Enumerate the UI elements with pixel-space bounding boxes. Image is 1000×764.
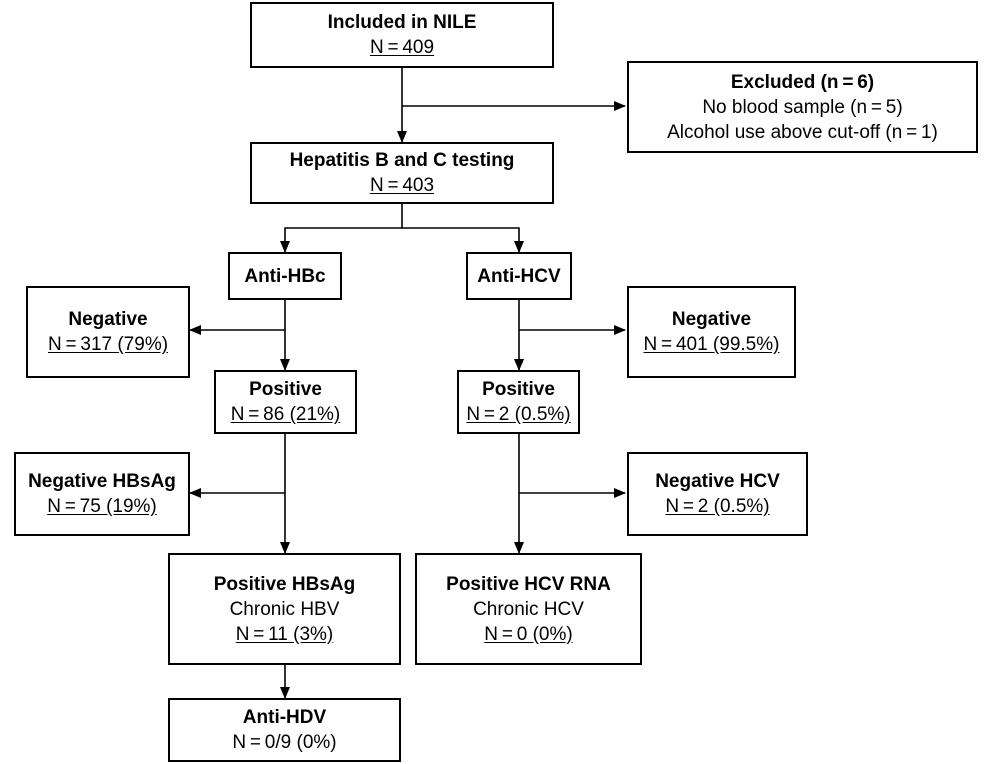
- node-reason: No blood sample (n = 5): [702, 96, 903, 118]
- node-count: N = 403: [369, 175, 435, 196]
- node-count: N = 86 (21%): [230, 404, 341, 425]
- node-anti-hbc: Anti-HBc: [228, 252, 342, 300]
- node-anti-hcv: Anti-HCV: [466, 252, 572, 300]
- node-included: Included in NILE N = 409: [250, 2, 554, 68]
- node-title: Negative HCV: [655, 471, 780, 492]
- node-count: N = 317 (79%): [47, 334, 169, 355]
- node-title: Positive HBsAg: [213, 573, 356, 595]
- node-negative-hbsag: Negative HBsAg N = 75 (19%): [14, 452, 190, 536]
- node-count: N = 75 (19%): [47, 496, 157, 517]
- node-hbc-negative: Negative N = 317 (79%): [26, 286, 190, 378]
- node-hcv-negative: Negative N = 401 (99.5%): [627, 286, 796, 378]
- node-title: Positive: [482, 379, 555, 400]
- node-reason: Alcohol use above cut-off (n = 1): [667, 121, 938, 143]
- node-count: N = 2 (0.5%): [466, 404, 571, 425]
- node-count: N = 409: [369, 37, 435, 58]
- node-count: N = 2 (0.5%): [665, 496, 770, 517]
- node-title: Anti-HCV: [477, 265, 561, 287]
- node-title: Excluded (n = 6): [730, 71, 875, 93]
- node-title: Negative: [68, 309, 148, 330]
- node-excluded: Excluded (n = 6) No blood sample (n = 5)…: [627, 61, 978, 153]
- node-positive-hbsag: Positive HBsAg Chronic HBV N = 11 (3%): [168, 553, 401, 665]
- node-testing: Hepatitis B and C testing N = 403: [250, 142, 554, 204]
- node-subtitle: Chronic HBV: [229, 598, 340, 620]
- node-title: Positive: [249, 379, 322, 400]
- node-negative-hcv: Negative HCV N = 2 (0.5%): [627, 452, 808, 536]
- node-title: Positive HCV RNA: [446, 573, 611, 595]
- arrow-testing-to-antihcv: [402, 227, 524, 253]
- node-count: N = 401 (99.5%): [643, 334, 780, 355]
- node-title: Negative: [671, 309, 752, 330]
- node-title: Anti-HBc: [244, 265, 326, 287]
- node-subtitle: Chronic HCV: [473, 598, 584, 620]
- node-count: N = 11 (3%): [235, 623, 334, 645]
- node-count: N = 0 (0%): [484, 623, 573, 645]
- node-title: Hepatitis B and C testing: [289, 150, 515, 171]
- node-title: Negative HBsAg: [28, 471, 176, 492]
- node-anti-hdv: Anti-HDV N = 0/9 (0%): [168, 698, 401, 762]
- node-hcv-positive: Positive N = 2 (0.5%): [457, 370, 580, 434]
- node-count: N = 0/9 (0%): [232, 732, 337, 753]
- arrow-testing-to-antihbc: [280, 204, 403, 253]
- node-title: Anti-HDV: [242, 707, 327, 728]
- node-hbc-positive: Positive N = 86 (21%): [214, 370, 357, 434]
- node-positive-hcv-rna: Positive HCV RNA Chronic HCV N = 0 (0%): [415, 553, 642, 665]
- node-title: Included in NILE: [327, 12, 477, 33]
